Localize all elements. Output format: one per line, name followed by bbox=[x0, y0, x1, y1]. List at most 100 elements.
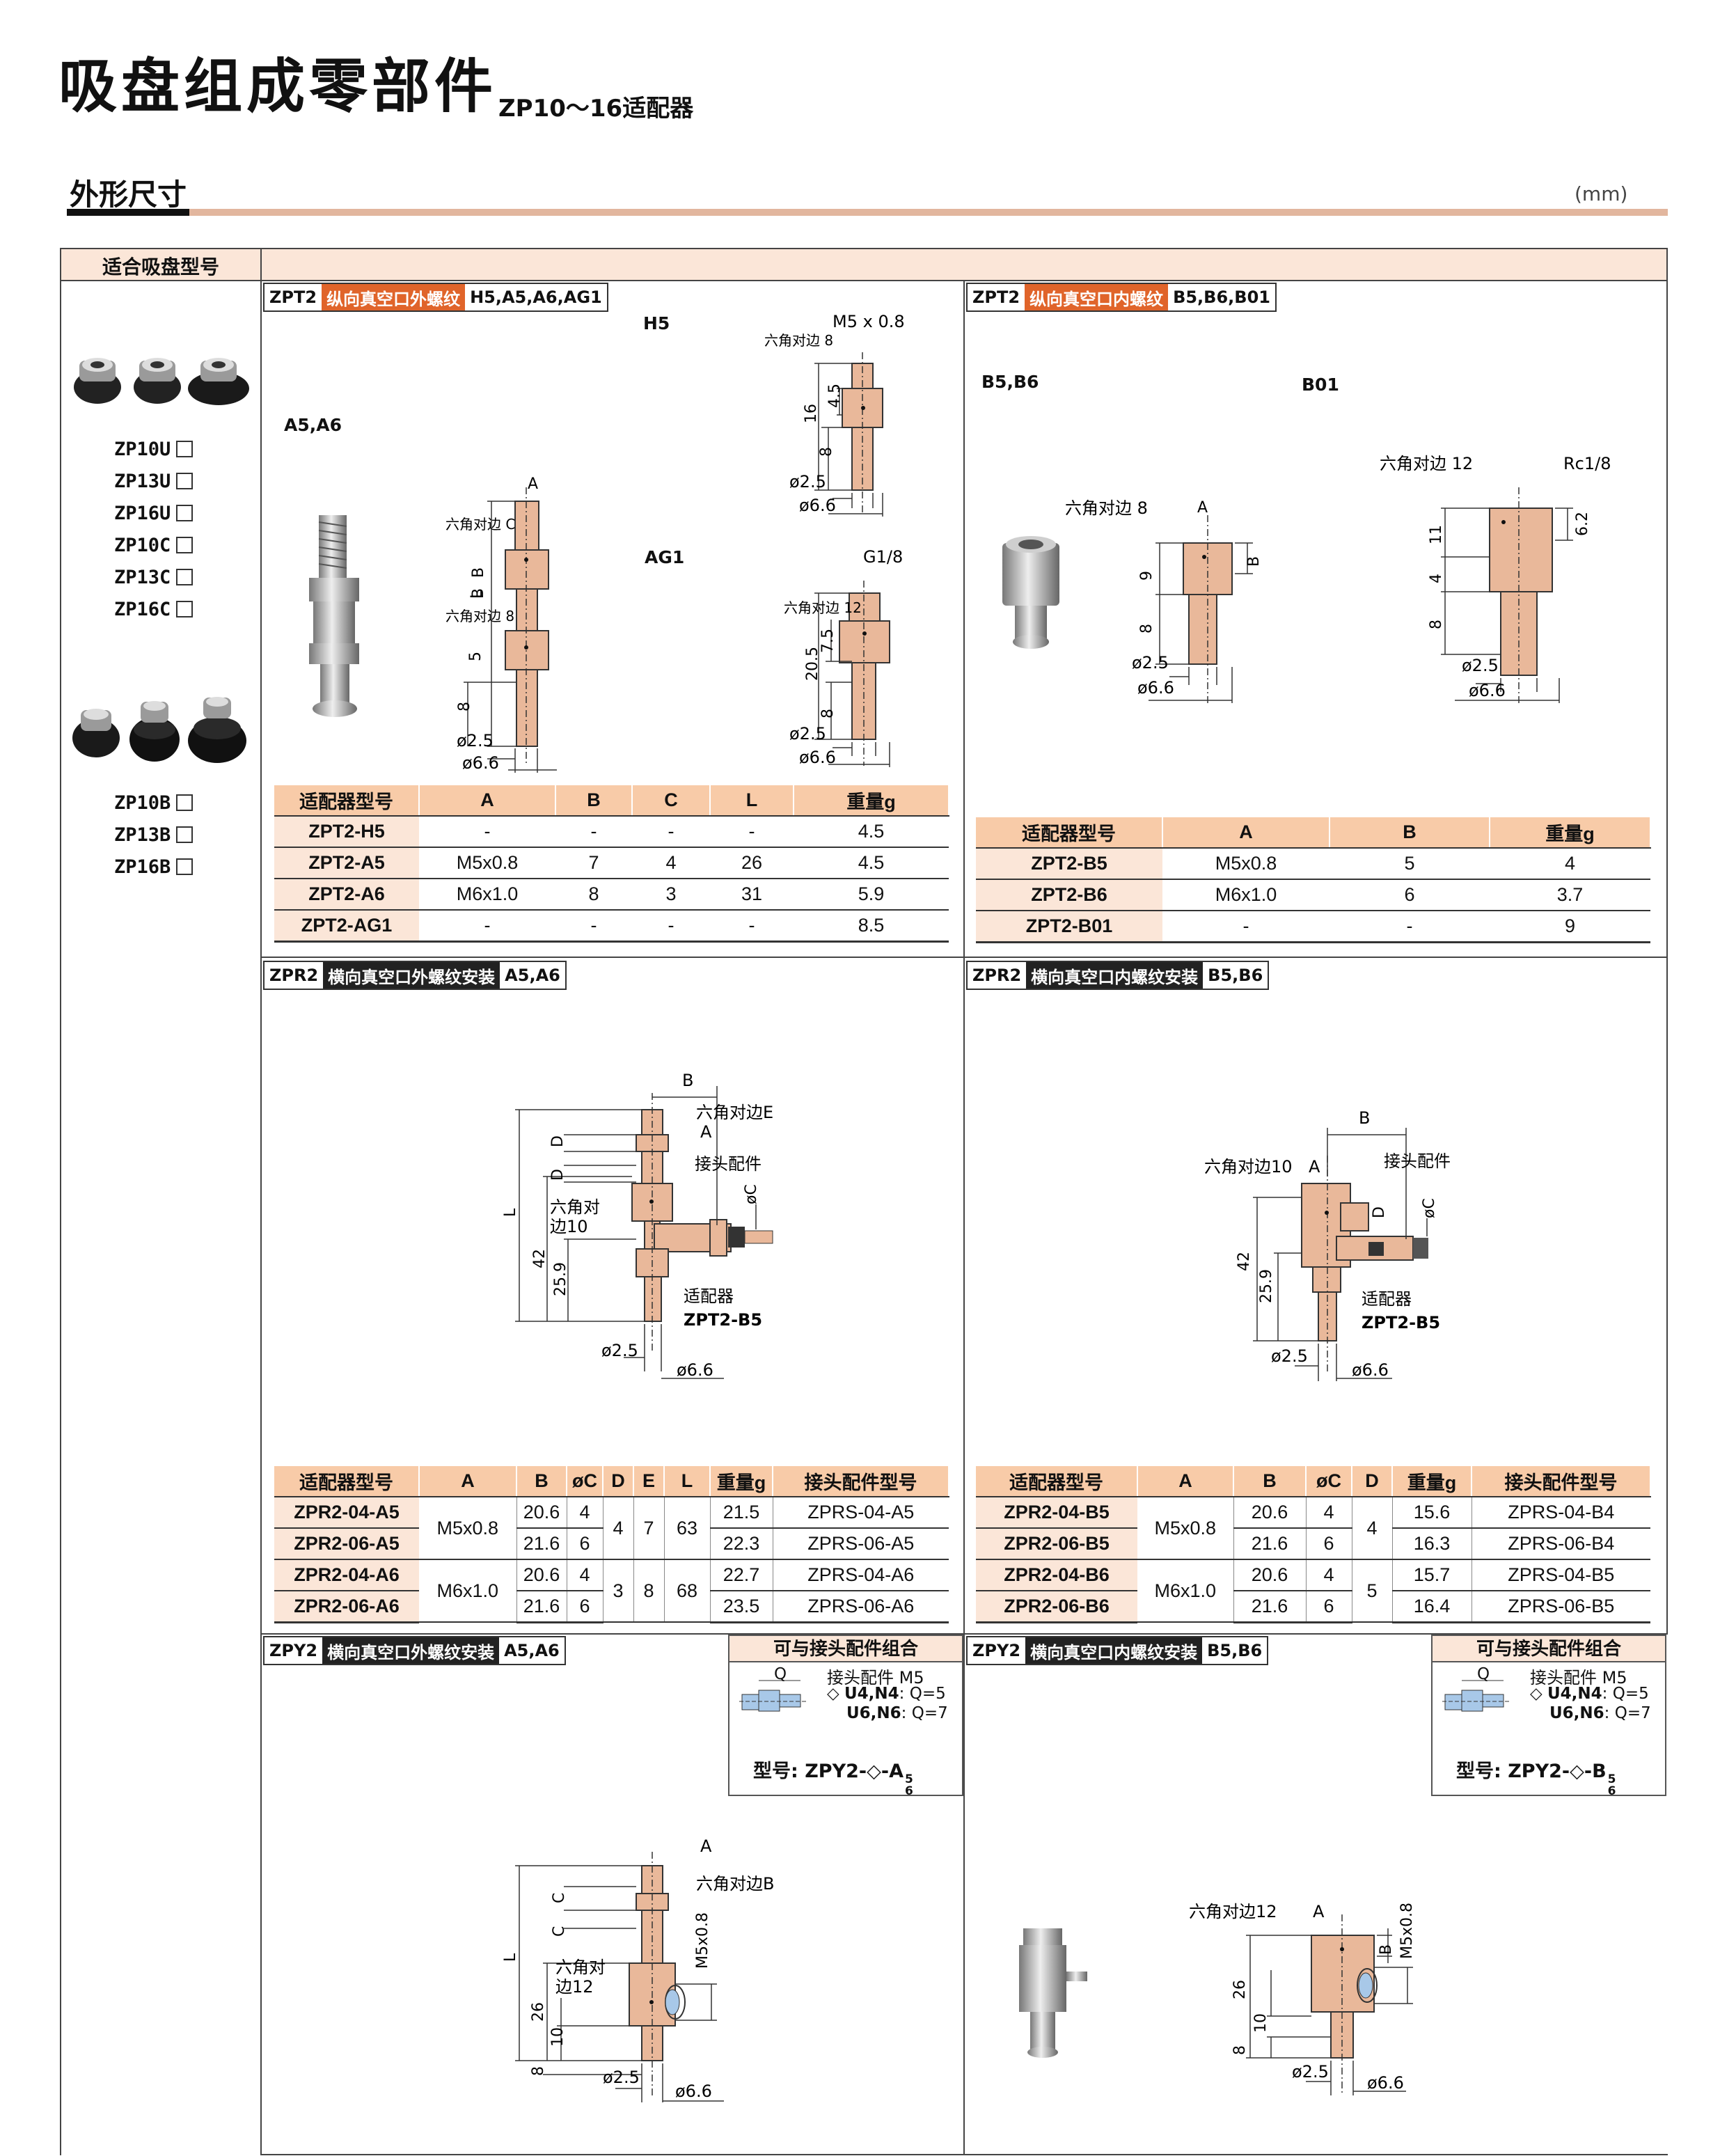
checkbox-icon bbox=[176, 569, 194, 585]
panel-tag-zpy2-a: ZPY2 横向真空口外螺纹安装 A5,A6 bbox=[263, 1636, 566, 1665]
dim-hex8: 六角对边 8 bbox=[1065, 498, 1148, 518]
dim-16: 16 bbox=[803, 404, 820, 423]
dim-d25: ø2.5 bbox=[1132, 653, 1169, 672]
dim-8: 8 bbox=[1231, 2045, 1249, 2055]
label-a5a6: A5,A6 bbox=[284, 415, 342, 435]
diamond-icon: ◇ bbox=[1530, 1685, 1547, 1703]
drawing-b5b6: 六角对边 8 A B 9 8 ø2.5 ø6.6 bbox=[1065, 498, 1263, 703]
section-underline bbox=[67, 209, 189, 216]
dim-8: 8 bbox=[818, 447, 835, 457]
dim-26: 26 bbox=[1231, 1980, 1249, 1999]
dim-adapter: 适配器 bbox=[1362, 1289, 1412, 1309]
dim-10: 10 bbox=[1252, 2013, 1270, 2033]
drawing-ag1: G1/8 六角对边 12 20.5 7.5 8 ø2.5 ø6.6 bbox=[784, 547, 903, 767]
spec-table-zpt2-a: 适配器型号 A B C L 重量g ZPT2-H5----4.5 ZPT2-A5… bbox=[274, 785, 949, 943]
checkbox-icon bbox=[176, 826, 194, 843]
section-rule bbox=[189, 209, 1668, 216]
combo-line-u4: ◇ U4,N4: Q=5 bbox=[827, 1685, 946, 1703]
dim-9: 9 bbox=[1138, 571, 1155, 581]
combo-line-u6: U6,N6: Q=7 bbox=[846, 1704, 948, 1722]
checkbox-icon bbox=[176, 505, 194, 521]
dim-259: 25.9 bbox=[552, 1262, 569, 1296]
dim-B1: B bbox=[470, 567, 487, 578]
panel-tag-zpr2-b: ZPR2 横向真空口内螺纹安装 B5,B6 bbox=[966, 961, 1270, 990]
dim-g18: G1/8 bbox=[863, 547, 903, 567]
dim-C2: C bbox=[551, 1926, 568, 1937]
checkbox-icon bbox=[176, 858, 194, 875]
dim-L: L bbox=[502, 1208, 519, 1217]
dim-B: B bbox=[1245, 556, 1263, 567]
dim-205: 20.5 bbox=[804, 647, 821, 681]
checkbox-icon bbox=[176, 537, 194, 553]
panel-bottom bbox=[262, 2154, 1668, 2155]
dim-B: B bbox=[1378, 1944, 1395, 1955]
dim-adapter-model: ZPT2-B5 bbox=[1362, 1313, 1440, 1332]
dim-adapter-model: ZPT2-B5 bbox=[684, 1310, 762, 1330]
diamond-icon: ◇ bbox=[827, 1685, 844, 1703]
dim-d25: ø2.5 bbox=[789, 724, 826, 743]
fitting-icon bbox=[739, 1680, 807, 1712]
dim-m5: M5 x 0.8 bbox=[833, 312, 905, 331]
dim-m5: M5x0.8 bbox=[694, 1912, 711, 1969]
dim-8: 8 bbox=[530, 2066, 547, 2076]
frame-right bbox=[1666, 248, 1668, 1633]
dim-8: 8 bbox=[456, 702, 473, 711]
frame-left bbox=[60, 248, 61, 2155]
dim-C1: C bbox=[551, 1893, 568, 1903]
combo-line-u6: U6,N6: Q=7 bbox=[1549, 1704, 1651, 1722]
dim-adapter: 适配器 bbox=[684, 1286, 734, 1306]
suction-model: ZP13B bbox=[114, 824, 194, 856]
dim-42: 42 bbox=[1236, 1252, 1253, 1271]
panel-tag-zpy2-b: ZPY2 横向真空口内螺纹安装 B5,B6 bbox=[966, 1636, 1269, 1665]
suction-model: ZP16U bbox=[114, 503, 194, 535]
dim-L: L bbox=[502, 1953, 519, 1962]
suction-model: ZP13C bbox=[114, 567, 194, 599]
fitting-icon bbox=[1442, 1680, 1510, 1712]
suction-cup-image-1 bbox=[68, 345, 255, 415]
dim-B: B bbox=[1359, 1108, 1370, 1128]
dim-62: 6.2 bbox=[1574, 512, 1591, 536]
checkbox-icon bbox=[176, 473, 194, 489]
adapter-photo-zpy2 bbox=[1009, 1921, 1093, 2061]
dim-m5: M5x0.8 bbox=[1398, 1903, 1416, 1959]
page-subtitle: ZP10～16适配器 bbox=[498, 95, 694, 123]
label-ag1: AG1 bbox=[645, 547, 685, 567]
dim-hexE: 六角对边E bbox=[696, 1103, 773, 1122]
dim-hex10b: 边10 bbox=[550, 1217, 588, 1236]
dim-A: A bbox=[528, 475, 538, 493]
dim-d66: ø6.6 bbox=[1352, 1360, 1389, 1380]
suction-list-2: ZP10B ZP13B ZP16B bbox=[114, 792, 194, 888]
table-header-bar bbox=[60, 248, 1668, 281]
column-divider bbox=[260, 248, 262, 2155]
dim-L: L bbox=[468, 590, 486, 599]
suction-model: ZP13U bbox=[114, 471, 194, 503]
label-b01: B01 bbox=[1302, 375, 1339, 395]
panel-tag-zpt2-a: ZPT2 纵向真空口外螺纹 H5,A5,A6,AG1 bbox=[263, 283, 608, 312]
dim-d66: ø6.6 bbox=[1469, 681, 1506, 700]
dim-259: 25.9 bbox=[1258, 1269, 1275, 1303]
dim-A: A bbox=[1197, 499, 1208, 517]
table-row: ZPT2-H5----4.5 bbox=[274, 816, 949, 848]
checkbox-icon bbox=[176, 601, 194, 617]
table-row: ZPT2-AG1----8.5 bbox=[274, 910, 949, 943]
dim-rc18: Rc1/8 bbox=[1563, 454, 1611, 473]
dim-fitting: 接头配件 bbox=[695, 1154, 762, 1174]
dim-d66: ø6.6 bbox=[462, 753, 499, 773]
dim-d25: ø2.5 bbox=[601, 1341, 638, 1360]
combo-title: 可与接头配件组合 bbox=[729, 1636, 962, 1662]
dim-d25: ø2.5 bbox=[1462, 656, 1499, 675]
dim-8: 8 bbox=[819, 709, 837, 718]
dim-d25: ø2.5 bbox=[789, 472, 826, 491]
spec-table-zpr2-a: 适配器型号 A B øC D E L 重量g 接头配件型号 ZPR2-04-A5… bbox=[274, 1466, 949, 1623]
drawing-a5a6: A 六角对边 C B B L 六角对边 8 5 8 ø2.5 ø6.6 bbox=[445, 475, 557, 773]
dim-oC: øC bbox=[743, 1184, 760, 1204]
